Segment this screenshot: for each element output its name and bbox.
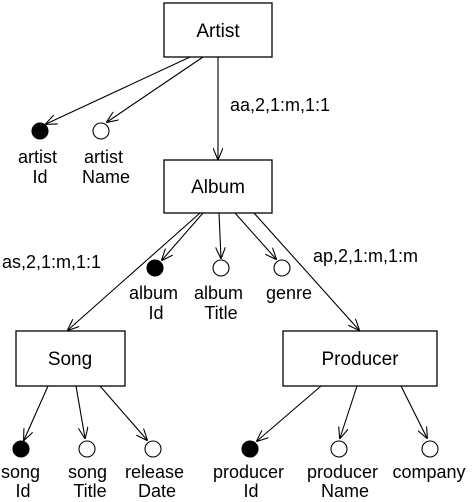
album-producer-edge <box>253 212 359 330</box>
genre-edge <box>234 212 276 259</box>
album-id-key-marker <box>146 259 164 277</box>
producer-name-edge <box>340 385 358 438</box>
song-title-marker <box>78 440 96 458</box>
album-title-edge <box>219 212 221 258</box>
song-id-key-marker <box>12 440 30 458</box>
artist-entity-box <box>163 2 273 58</box>
artist-id-edge <box>46 56 191 124</box>
producer-id-key-marker <box>241 440 259 458</box>
artist-id-key-marker <box>31 122 49 140</box>
company-label: company <box>392 462 465 482</box>
album-producer-relationship-label: ap,2,1:m,1:m <box>313 246 418 266</box>
artist-name-label: artist Name <box>82 147 130 187</box>
artist-name-marker <box>92 122 110 140</box>
company-edge <box>400 385 427 438</box>
producer-entity-box <box>282 330 438 387</box>
album-title-marker <box>212 259 230 277</box>
album-entity-label: Album <box>191 177 245 198</box>
artist-album-relationship-label: aa,2,1:m,1:1 <box>230 95 330 115</box>
song-id-label: song Id <box>1 462 45 501</box>
song-title-edge <box>75 385 85 438</box>
album-entity-box <box>163 159 273 214</box>
genre-label: genre <box>266 283 312 303</box>
artist-name-edge <box>107 56 204 122</box>
album-id-label: album Id <box>129 283 183 323</box>
producer-entity-label: Producer <box>321 349 399 370</box>
release-date-label: release Date <box>125 462 189 501</box>
producer-id-label: producer Id <box>213 462 289 501</box>
genre-marker <box>273 259 291 277</box>
release-date-edge <box>99 385 147 440</box>
album-song-edge <box>68 212 201 330</box>
producer-name-marker <box>330 440 348 458</box>
song-title-label: song Title <box>68 462 112 501</box>
artist-id-label: artist Id <box>18 147 62 187</box>
company-marker <box>421 440 439 458</box>
producer-id-edge <box>257 385 322 441</box>
album-id-edge <box>162 212 204 260</box>
release-date-marker <box>144 440 162 458</box>
album-song-relationship-label: as,2,1:m,1:1 <box>2 252 101 272</box>
album-title-label: album Title <box>194 283 248 323</box>
song-id-edge <box>24 385 49 440</box>
artist-entity-label: Artist <box>196 21 240 42</box>
song-entity-label: Song <box>48 349 92 370</box>
producer-name-label: producer Name <box>307 462 383 501</box>
